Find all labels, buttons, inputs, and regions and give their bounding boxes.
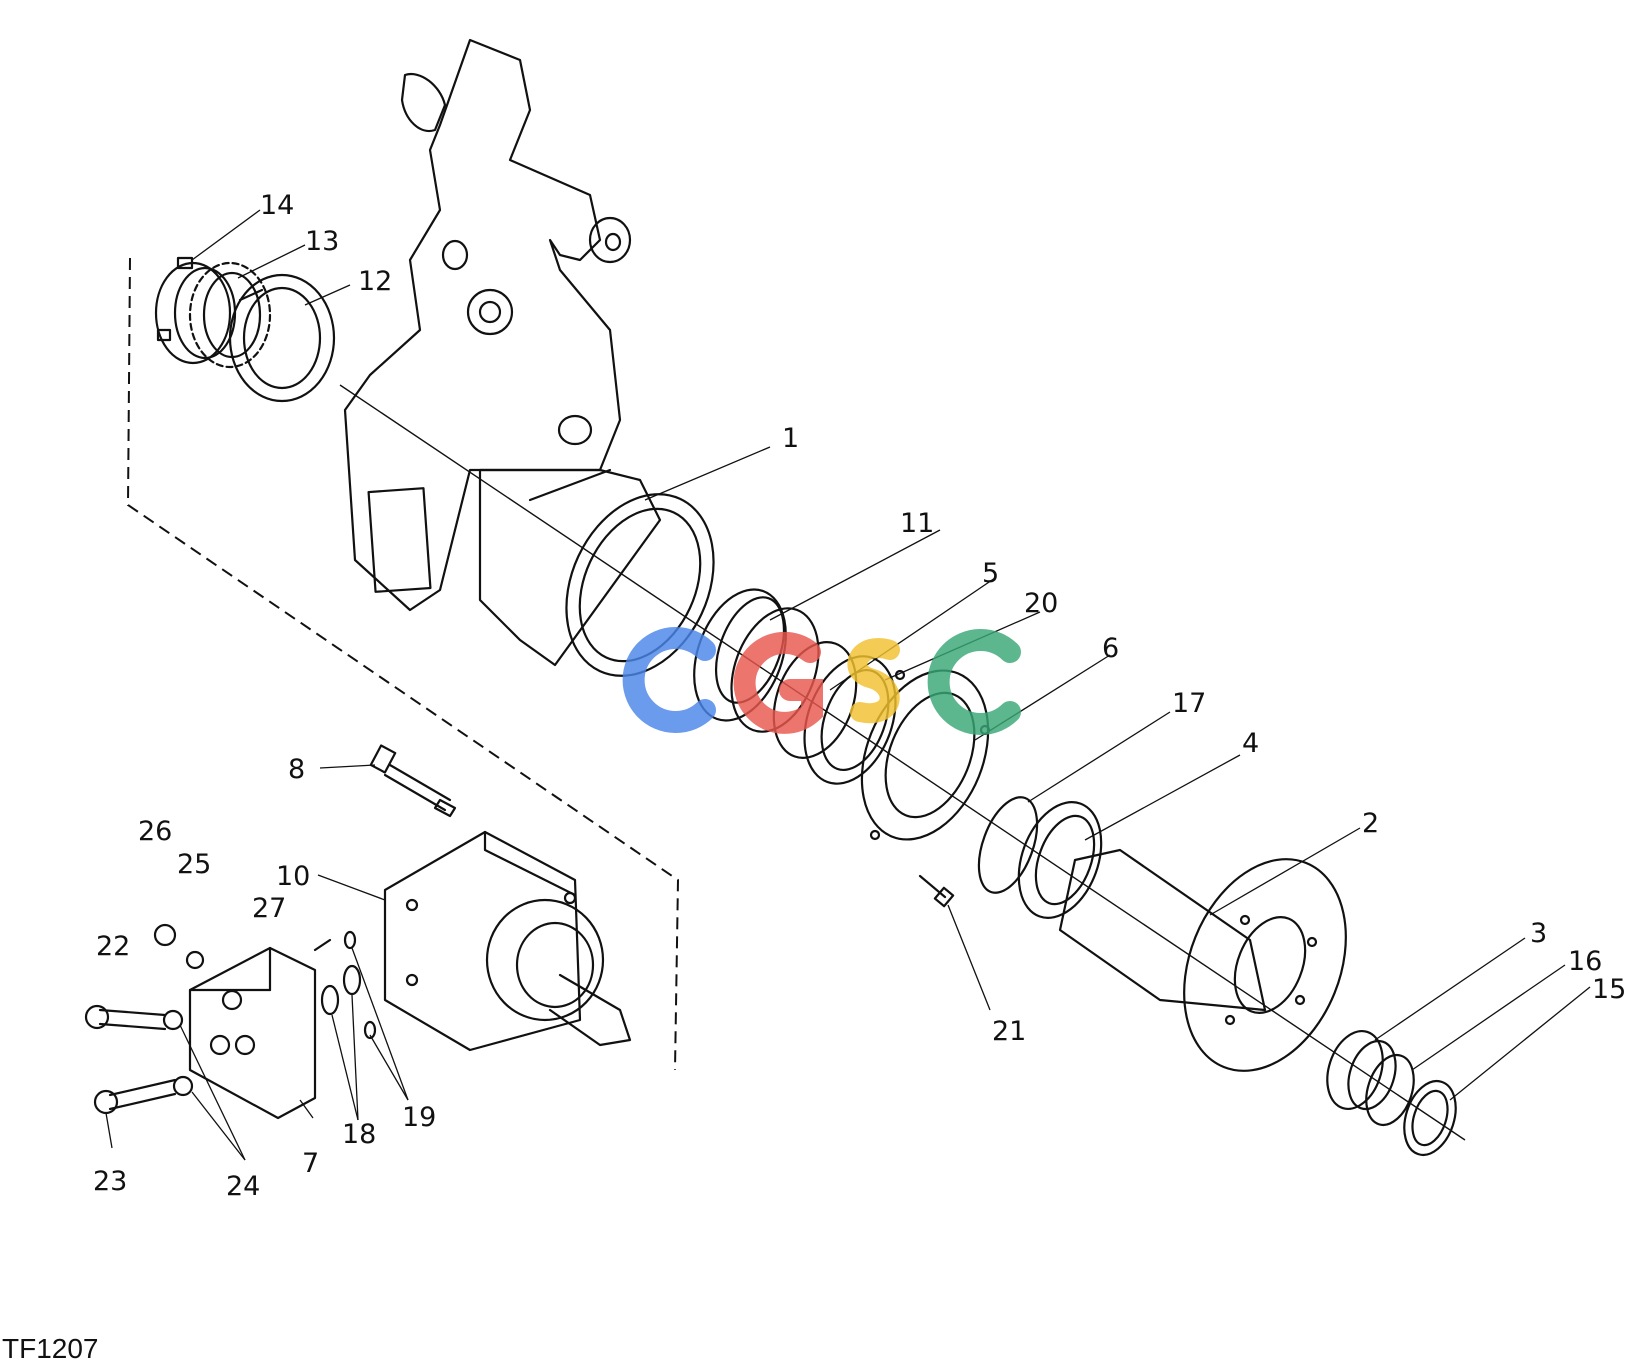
part-bearing-outer	[1017, 801, 1103, 919]
callout-2: 2	[1362, 808, 1379, 839]
callout-16: 16	[1568, 946, 1602, 977]
watermark-logo	[622, 627, 1021, 735]
callout-7: 7	[302, 1148, 319, 1179]
part-manifold-block	[188, 946, 317, 1120]
part-retaining-ring	[1365, 1053, 1415, 1127]
watermark-letter-g	[733, 631, 823, 734]
watermark-letter-s	[847, 638, 900, 724]
callout-18: 18	[342, 1119, 376, 1150]
part-thrust-washer	[1403, 1080, 1457, 1156]
part-snap-ring	[977, 796, 1039, 894]
part-o-rings	[320, 930, 377, 1040]
callout-19: 19	[402, 1102, 436, 1133]
callout-13: 13	[305, 226, 339, 257]
part-hub-shaft	[1058, 848, 1347, 1072]
callout-23: 23	[93, 1166, 127, 1197]
callout-27: 27	[252, 893, 286, 924]
callout-labels: 1 2 3 4 5 6 7 8 10 11 12 13 14 15 16 17 …	[93, 190, 1626, 1202]
part-fittings	[84, 923, 332, 1115]
callout-14: 14	[260, 190, 294, 221]
callout-3: 3	[1530, 918, 1547, 949]
part-screw	[918, 874, 955, 908]
leader-lines	[105, 209, 1591, 1161]
callout-20: 20	[1024, 588, 1058, 619]
callout-21: 21	[992, 1016, 1026, 1047]
callout-8: 8	[288, 754, 305, 785]
callout-12: 12	[358, 266, 392, 297]
callout-10: 10	[276, 861, 310, 892]
callout-24: 24	[226, 1171, 260, 1202]
callout-22: 22	[96, 931, 130, 962]
callout-17: 17	[1172, 688, 1206, 719]
assembly-axis	[339, 384, 1466, 1141]
callout-1: 1	[782, 423, 799, 454]
callout-5: 5	[982, 558, 999, 589]
callout-6: 6	[1102, 633, 1119, 664]
part-motor-housing	[383, 830, 632, 1052]
callout-25: 25	[177, 849, 211, 880]
callout-4: 4	[1242, 728, 1259, 759]
part-cap	[1326, 1030, 1397, 1111]
watermark-letter-c	[622, 627, 716, 733]
part-steering-knuckle	[343, 38, 715, 677]
callout-26: 26	[138, 816, 172, 847]
part-inner-bearing	[228, 273, 336, 403]
callout-15: 15	[1592, 974, 1626, 1005]
part-slotted-nut	[154, 256, 237, 365]
assembly-dashed-guide	[126, 257, 680, 1071]
watermark-letter-c	[927, 629, 1021, 735]
callout-11: 11	[900, 508, 934, 539]
figure-id: TF1207	[2, 1333, 99, 1363]
part-long-bolt	[369, 744, 457, 818]
